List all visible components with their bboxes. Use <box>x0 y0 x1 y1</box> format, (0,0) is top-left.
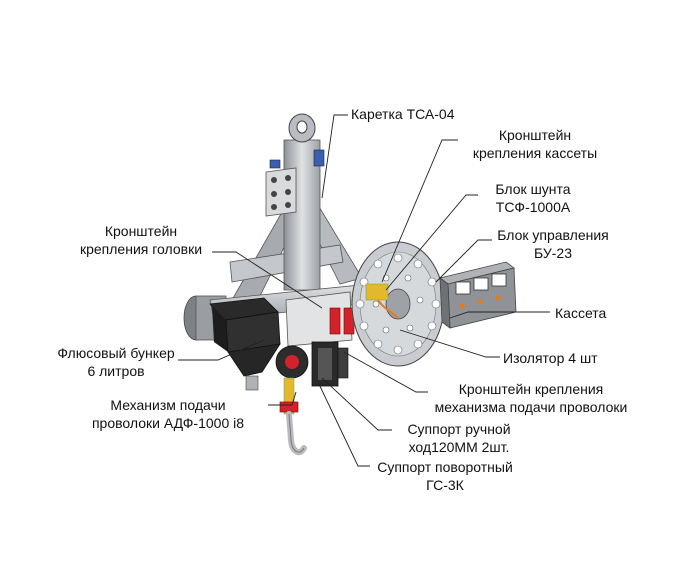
flux-hopper <box>209 297 281 391</box>
label-blok-shunta: Блок шунта ТСФ-1000А <box>495 181 571 215</box>
control-unit <box>439 261 517 329</box>
label-kronshtein-mehanizma: Кронштейн крепления механизма подачи про… <box>434 381 628 415</box>
label-blok-upravleniya: Блок управления БУ-23 <box>497 227 609 261</box>
label-kronshtein-golovki: Кронштейн крепления головки <box>79 223 203 257</box>
label-support-ruchnoy: Суппорт ручной ход120ММ 2шт. <box>407 421 511 455</box>
label-karetka: Каретка ТСА-04 <box>351 106 455 122</box>
label-kronshtein-kassety: Кронштейн крепления кассеты <box>472 127 598 161</box>
label-izolyator: Изолятор 4 шт <box>503 350 598 366</box>
label-mehanizm-podachi: Механизм подачи проволоки АДФ-1000 i8 <box>91 397 245 431</box>
leader-lines <box>178 114 550 467</box>
label-support-povorotny: Суппорт поворотный ГС-3К <box>377 459 513 493</box>
label-flyus-bunker: Флюсовый бункер 6 литров <box>57 345 175 379</box>
wire-feeder <box>275 341 349 456</box>
label-kasseta: Кассета <box>555 305 607 321</box>
wire-cassette <box>351 241 445 367</box>
